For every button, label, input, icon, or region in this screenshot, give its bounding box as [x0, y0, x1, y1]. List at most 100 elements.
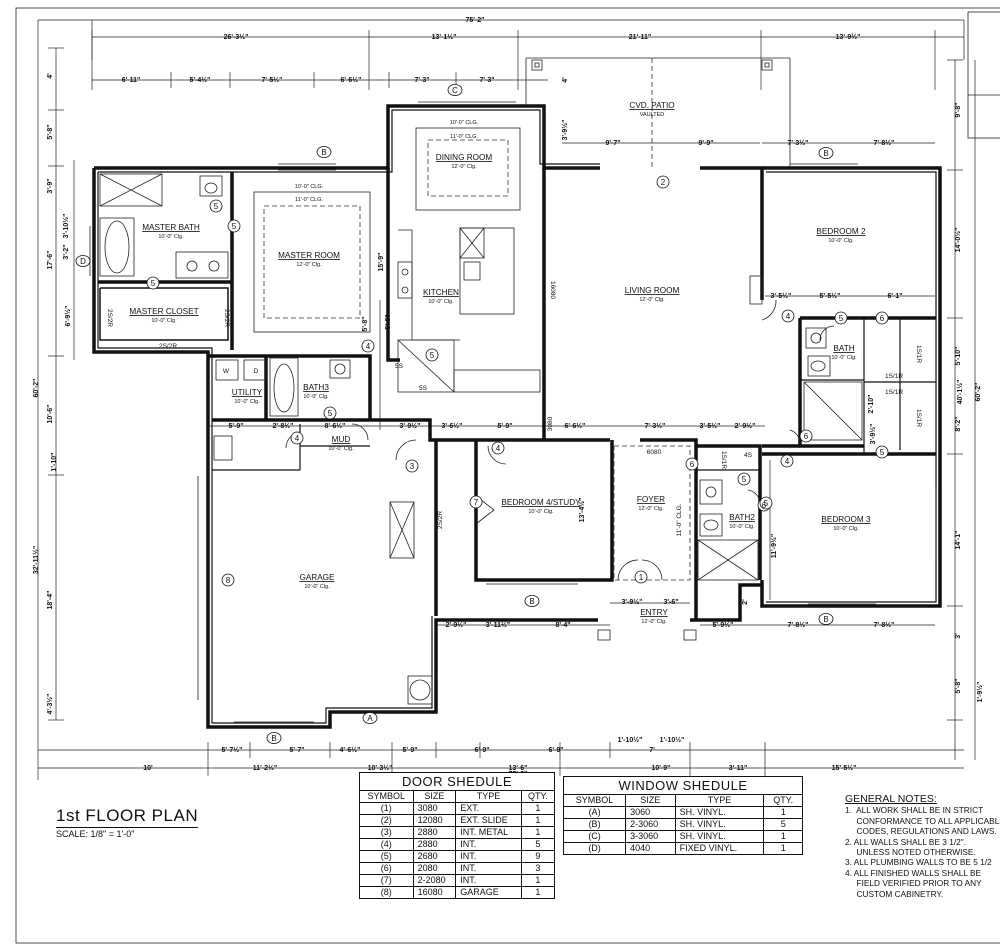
dimension-label: 14'-0½" — [954, 228, 962, 253]
dimension-label: 3'-9½" — [400, 422, 421, 430]
room-name: ENTRY — [640, 608, 668, 617]
dimension-label: 9'-9" — [698, 140, 713, 147]
schedule-cell-symbol: (A) — [562, 806, 627, 819]
schedule-cell-qty: 1 — [520, 826, 556, 839]
small-note: 1S/1R — [720, 451, 727, 469]
small-note: 3080 — [547, 416, 554, 431]
schedule-cell-symbol: (8) — [359, 886, 414, 899]
schedule-cell-size: 12080 — [412, 814, 457, 827]
dimension-label: 15'-5½" — [832, 764, 857, 772]
fixtures — [89, 101, 937, 723]
schedule-cell-size: 4040 — [625, 842, 676, 855]
dimension-label: 1'-10" — [51, 453, 58, 472]
small-note: 5S — [419, 385, 428, 392]
dimension-label: 7'-8½" — [788, 621, 809, 629]
dimension-label: 3'-9½" — [622, 598, 643, 606]
schedule-cell-size: 2680 — [412, 850, 457, 863]
small-note: 1S/1R — [915, 345, 922, 363]
dimension-label: 21'-11" — [629, 34, 652, 41]
small-note: D — [254, 368, 259, 375]
room-ceiling: 10'-0" Clg. — [428, 299, 454, 305]
dimension-label: 10'-9" — [652, 765, 671, 772]
small-note: 1S/1R — [915, 409, 922, 427]
dimension-label: 7'-8½" — [874, 139, 895, 147]
schedule-cell-type: INT. — [455, 862, 522, 875]
door-tag: 5 — [764, 499, 769, 508]
door-tag: 5 — [430, 351, 435, 360]
schedule-cell-type: INT. — [455, 874, 522, 887]
dimension-label: 32'-11½" — [32, 546, 40, 574]
dimension-label: 7'-5½" — [262, 76, 283, 84]
dimension-label: 9'-8" — [955, 102, 962, 117]
note-line: CODES, REGULATIONS AND LAWS. — [845, 826, 997, 837]
dimension-label: 17'-6" — [47, 251, 54, 270]
schedule-cell-type: FIXED VINYL. — [674, 842, 765, 855]
room-ceiling: 10'-0" Clg. — [833, 526, 859, 532]
dimension-lines — [37, 19, 976, 780]
schedule-cell-size: 16080 — [412, 886, 457, 899]
schedule-cell-qty: 9 — [520, 850, 556, 863]
schedule-cell-symbol: (D) — [562, 842, 627, 855]
note-line: 2. ALL WALLS SHALL BE 3 1/2". — [845, 836, 967, 847]
dimension-label: 7'-8½" — [874, 621, 895, 629]
room-name: KITCHEN — [423, 288, 459, 297]
dimension-label: 6'-9" — [548, 747, 563, 754]
schedule-cell-symbol: (1) — [359, 802, 414, 815]
room-name: BEDROOM 4/STUDY — [501, 498, 581, 507]
schedule-cell-symbol: (3) — [359, 826, 414, 839]
general-notes-heading: GENERAL NOTES: — [845, 793, 937, 805]
dimension-label: 5'-9" — [497, 423, 512, 430]
dimension-label: 6'-6½" — [341, 76, 362, 84]
door-tag: 6 — [804, 432, 809, 441]
ceiling-note: 10'-0" CLG. — [450, 120, 479, 126]
dimension-label: 5'-10" — [955, 347, 962, 366]
note-line: 4. ALL FINISHED WALLS SHALL BE — [845, 867, 982, 878]
room-name: DINING ROOM — [436, 153, 493, 162]
door-col-qty: QTY. — [520, 790, 556, 803]
dimension-label: 26'-3½" — [224, 33, 249, 41]
small-note: 2S/2R — [437, 511, 444, 529]
room-name: FOYER — [637, 495, 665, 504]
dimension-label: 3'-9½" — [869, 424, 877, 445]
room-ceiling: 10'-0" Clg. — [828, 238, 854, 244]
schedule-cell-symbol: (C) — [562, 830, 627, 843]
small-note: 1S/1R — [885, 389, 903, 396]
room-ceiling: 12'-0" Clg. — [638, 506, 664, 512]
schedule-cell-size: 3060 — [625, 806, 676, 819]
room-ceiling: 12'-0" Clg. — [296, 262, 322, 268]
dimension-label: 75'-2" — [466, 17, 485, 24]
schedule-cell-symbol: (B) — [562, 818, 627, 831]
small-note: 6080 — [647, 449, 662, 456]
room-name: BATH2 — [729, 513, 755, 522]
dimension-label: 7'-3" — [414, 77, 429, 84]
schedule-cell-qty: 1 — [520, 874, 556, 887]
schedule-cell-size: 3-3060 — [625, 830, 676, 843]
door-col-size: SIZE — [412, 790, 457, 803]
note-line: 3. ALL PLUMBING WALLS TO BE 5 1/2 — [845, 857, 992, 868]
ceiling-note: 11'-0" CLG. — [295, 197, 323, 203]
dimension-label: 60'-2" — [33, 379, 40, 398]
door-col-symbol: SYMBOL — [359, 790, 414, 803]
schedule-cell-size: 2-2080 — [412, 874, 457, 887]
dimension-label: 4' — [47, 73, 54, 79]
dimension-label: 7'-3½" — [645, 422, 666, 430]
schedule-cell-size: 2080 — [412, 862, 457, 875]
door-tag: 4 — [785, 457, 790, 466]
schedule-cell-qty: 1 — [520, 886, 556, 899]
door-tag: 5 — [328, 409, 333, 418]
door-schedule-title: DOOR SHEDULE — [359, 772, 555, 791]
dimension-label: 40'-1½" — [956, 380, 964, 405]
dimension-label: 2' — [742, 599, 749, 605]
room-name: BEDROOM 3 — [821, 515, 871, 524]
room-ceiling: 12'-0" Clg. — [641, 619, 667, 625]
room-ceiling: 12'-0" Clg. — [639, 297, 665, 303]
dimension-label: 6'-6½" — [565, 422, 586, 430]
schedule-cell-qty: 3 — [520, 862, 556, 875]
